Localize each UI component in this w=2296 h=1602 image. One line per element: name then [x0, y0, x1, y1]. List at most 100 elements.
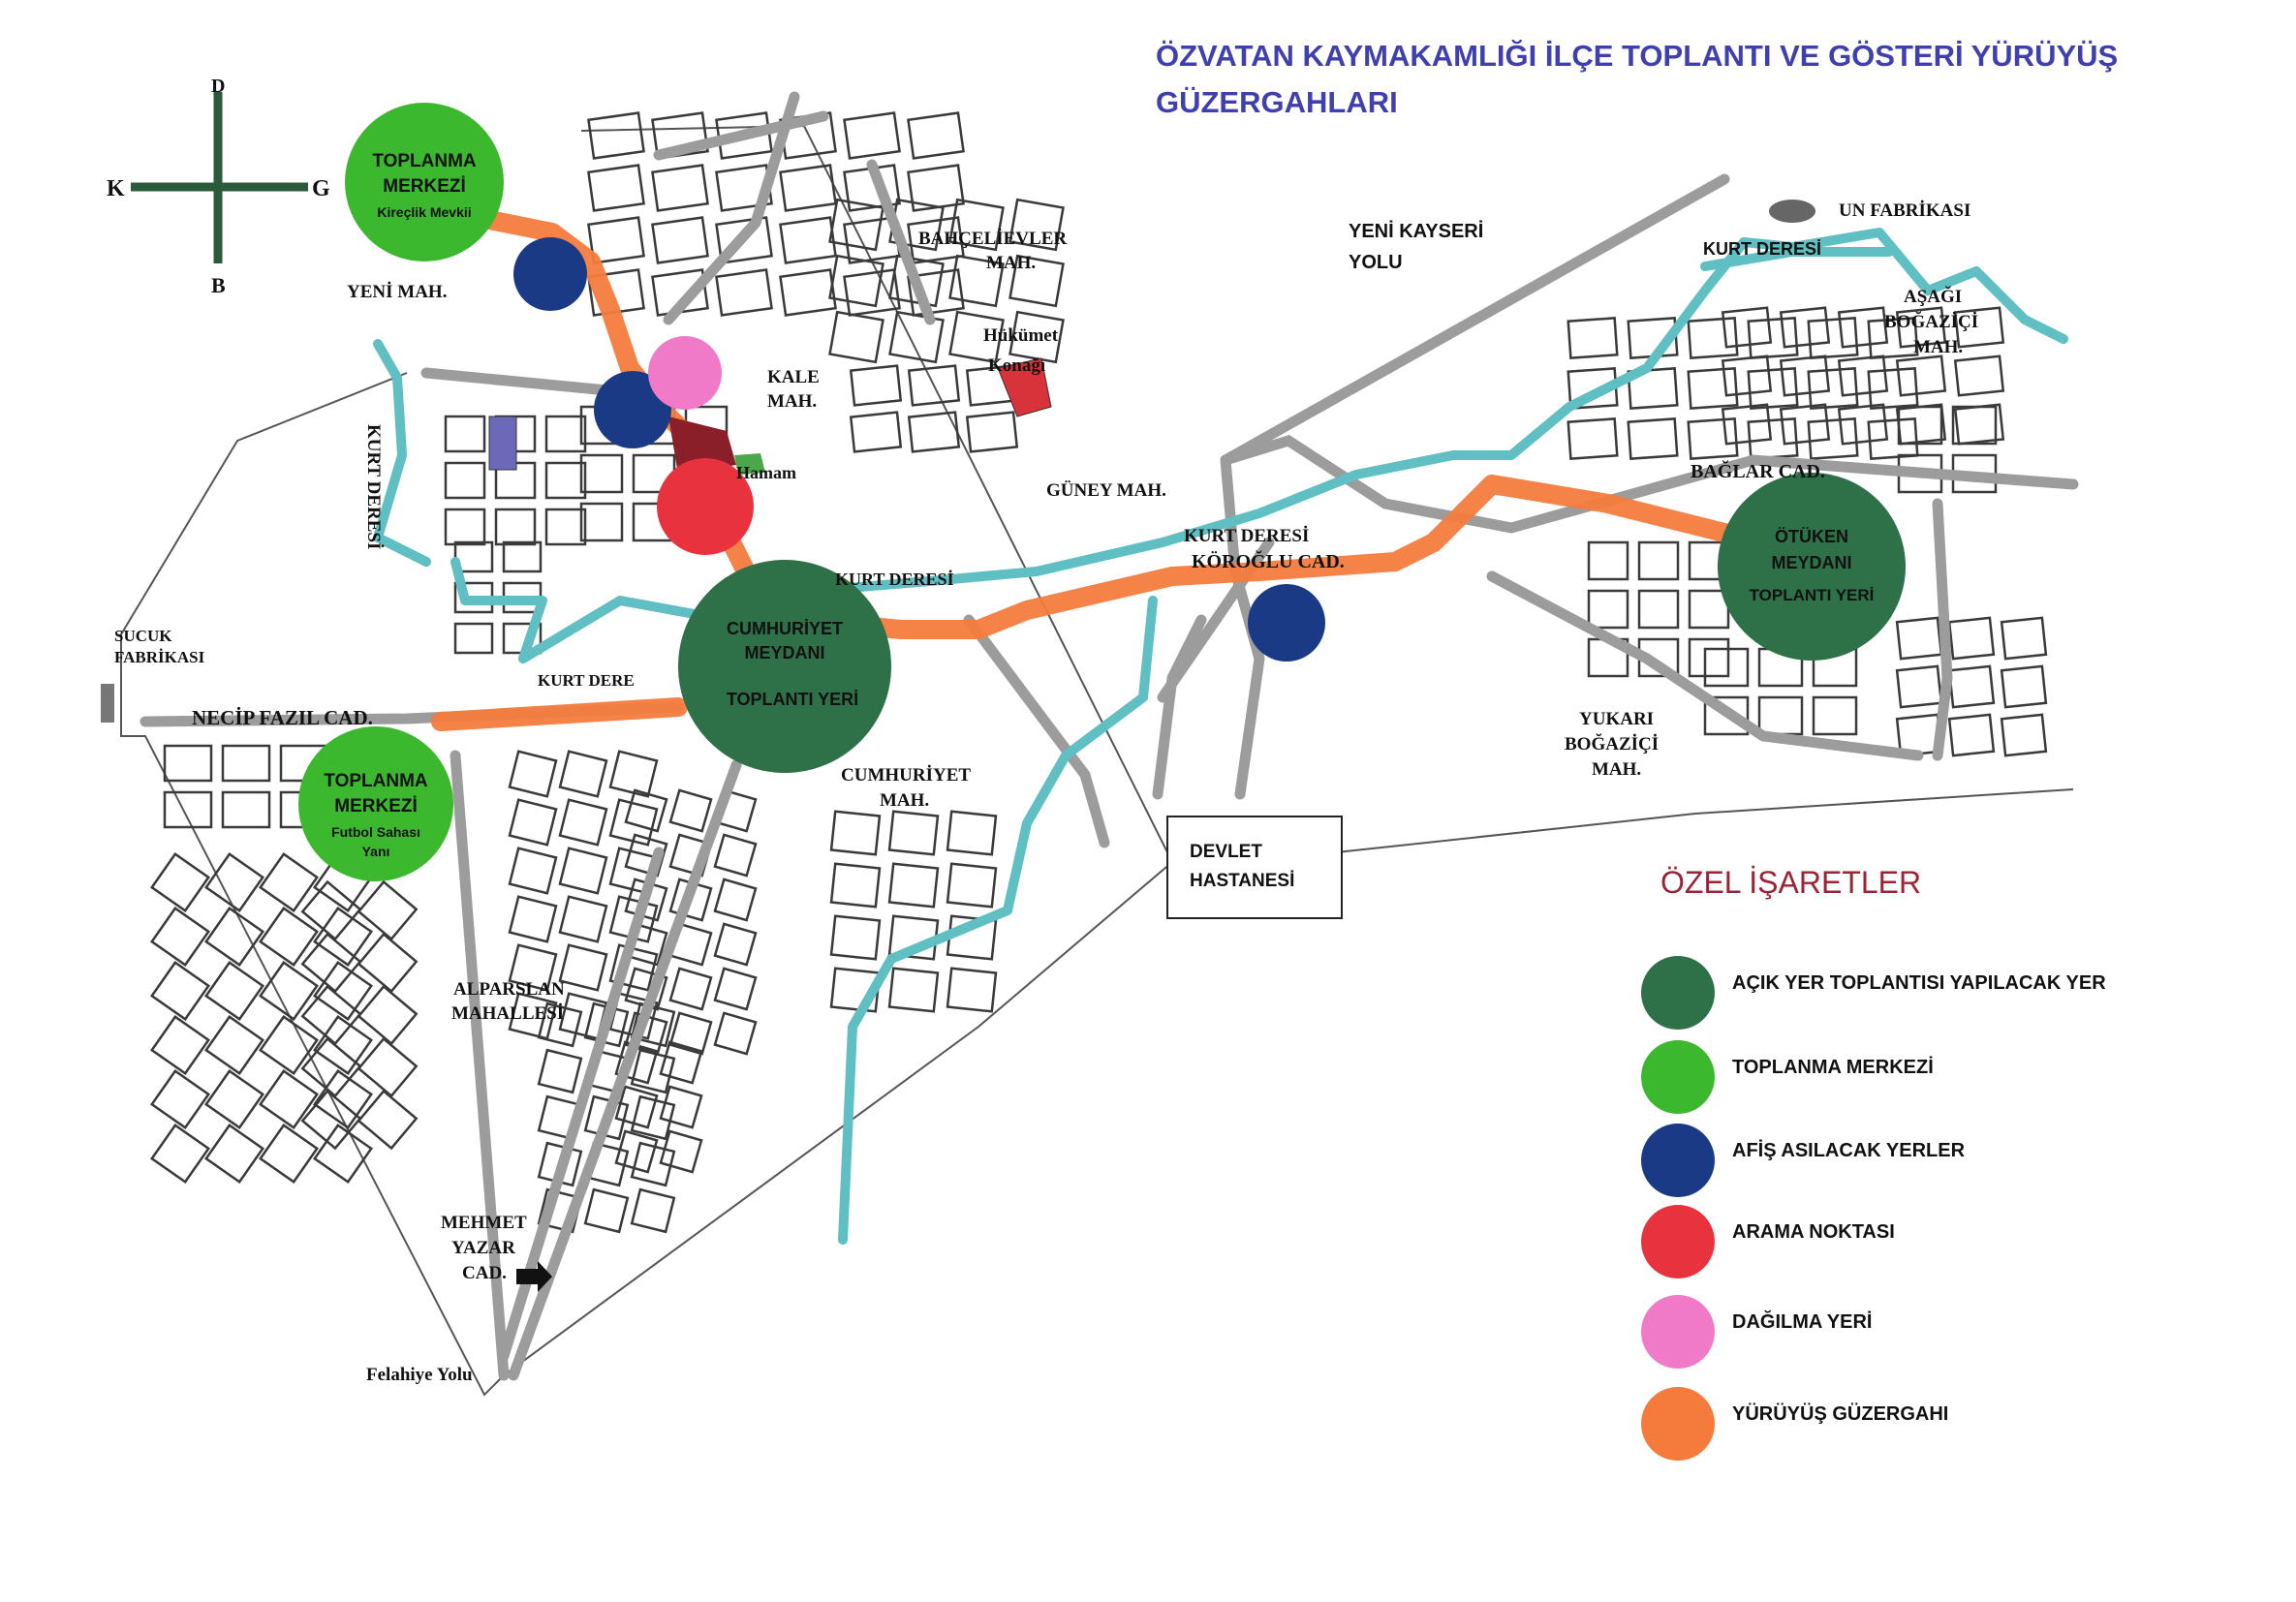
city-block	[508, 895, 558, 943]
city-block	[508, 992, 558, 1040]
city-block	[544, 461, 587, 500]
building-dark-red	[668, 416, 736, 475]
dispersal-circle	[648, 336, 722, 410]
city-block	[1779, 306, 1831, 349]
label-felahiye: Felahiye Yolu	[366, 1365, 473, 1385]
city-block	[1747, 417, 1799, 460]
city-block	[1008, 198, 1065, 252]
legend: ÖZEL İŞARETLER AÇIK YER TOPLANTISI YAPIL…	[1641, 865, 2106, 1461]
city-block	[713, 922, 758, 967]
city-block	[1703, 695, 1750, 736]
city-block	[779, 164, 837, 212]
legend-label: TOPLANMA MERKEZİ	[1732, 1056, 1934, 1078]
city-block	[357, 984, 419, 1046]
label-asagi-2: BOĞAZİÇİ	[1884, 311, 1978, 332]
meeting-circle-otuken	[1718, 473, 1906, 661]
city-block	[630, 1141, 676, 1187]
city-block	[1837, 306, 1889, 349]
devlet-hastanesi-box	[1166, 816, 1343, 919]
legend-swatch	[1641, 956, 1715, 1030]
legend-label: YÜRÜYÜŞ GÜZERGAHI	[1732, 1402, 1948, 1425]
compass-west-label: K	[107, 176, 125, 201]
city-block	[357, 1036, 419, 1098]
legend-label: AFİŞ ASILACAK YERLER	[1732, 1139, 1966, 1161]
city-block	[948, 198, 1005, 252]
city-block	[907, 411, 961, 453]
legend-swatch	[1641, 1040, 1715, 1114]
city-block	[1721, 403, 1773, 446]
legend-swatch	[1641, 1387, 1715, 1461]
city-block	[204, 1015, 264, 1075]
label-yeni-mah: YENİ MAH.	[347, 282, 447, 302]
city-block	[453, 540, 494, 573]
city-block	[965, 411, 1019, 453]
city-block	[587, 164, 645, 212]
city-block	[1687, 417, 1739, 460]
city-block	[1807, 417, 1859, 460]
cumhuriyet-line1: CUMHURİYET	[727, 619, 843, 638]
gathering-south-line3: Futbol Sahası	[331, 824, 420, 840]
gathering-north-line2: MERKEZİ	[383, 176, 466, 197]
city-block	[444, 508, 486, 546]
city-block	[537, 1048, 583, 1094]
city-block	[651, 164, 709, 212]
label-yukari-2: BOĞAZİÇİ	[1565, 733, 1659, 755]
city-block	[508, 750, 558, 798]
city-block	[558, 847, 608, 895]
city-block	[163, 744, 213, 783]
city-block	[150, 961, 210, 1021]
city-block	[907, 216, 965, 264]
city-block	[1951, 405, 1998, 446]
city-block	[1807, 367, 1859, 410]
sucuk-fabrikasi-marker	[101, 684, 114, 723]
city-block	[715, 216, 773, 264]
city-block	[544, 415, 587, 453]
map-title-line2: GÜZERGAHLARI	[1156, 85, 1398, 119]
city-block	[1947, 713, 1996, 757]
city-block	[150, 1015, 210, 1075]
city-block	[630, 1048, 676, 1094]
label-cumhuriyet-mah-2: MAH.	[880, 790, 929, 811]
city-block	[948, 254, 1005, 308]
label-yukari-1: YUKARI	[1579, 709, 1654, 729]
label-kurt-deresi-center: KURT DERESİ	[835, 570, 954, 589]
city-block	[779, 216, 837, 264]
city-block	[444, 461, 486, 500]
city-block	[1757, 695, 1804, 736]
city-block	[1867, 417, 1919, 460]
poster-circle-3	[1248, 584, 1325, 662]
city-block	[259, 1124, 319, 1184]
label-hukumet-1: Hükümet	[983, 325, 1059, 346]
city-block	[558, 798, 608, 847]
city-block	[300, 984, 362, 1046]
city-blocks	[150, 111, 2048, 1234]
city-block	[1747, 367, 1799, 410]
city-block	[887, 862, 940, 909]
city-block	[829, 810, 882, 856]
city-block	[1703, 647, 1750, 688]
city-block	[508, 847, 558, 895]
gathering-south-line1: TOPLANMA	[324, 771, 428, 791]
city-block	[843, 268, 901, 317]
city-block	[313, 1124, 373, 1184]
city-block	[713, 833, 758, 878]
city-block	[150, 1069, 210, 1129]
city-block	[624, 788, 668, 833]
city-block	[444, 415, 486, 453]
city-block	[713, 1011, 758, 1056]
city-block	[300, 1036, 362, 1098]
city-block	[849, 364, 903, 407]
city-block	[887, 810, 940, 856]
city-block	[204, 852, 264, 912]
city-block	[608, 798, 659, 847]
city-block	[651, 216, 709, 264]
city-block	[624, 967, 668, 1011]
label-alparslan-2: MAHALLESİ	[451, 1003, 564, 1024]
label-hamam: Hamam	[736, 463, 796, 482]
city-block	[630, 1094, 676, 1141]
city-block	[614, 1085, 659, 1129]
city-block	[544, 508, 587, 546]
city-block	[948, 310, 1005, 364]
label-kurt-deresi-ne: KURT DERESİ	[1703, 239, 1821, 259]
